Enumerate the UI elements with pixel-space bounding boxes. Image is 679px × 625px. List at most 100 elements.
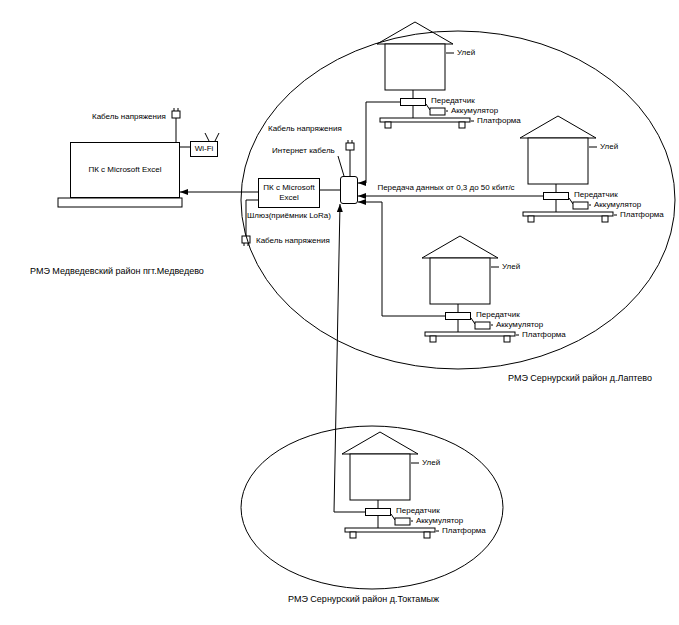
part-label: Передатчик xyxy=(574,190,618,200)
computer-box: ПК с Microsoft Excel xyxy=(70,142,180,198)
hive-post xyxy=(378,516,379,528)
callout-label: Кабель напряжения xyxy=(256,236,330,246)
region-caption: РМЭ Сернурский район д.Лаптево xyxy=(508,373,652,384)
transmitter: Передатчик xyxy=(445,312,471,320)
battery-wire xyxy=(471,318,475,324)
callout-label: Улей xyxy=(422,458,440,468)
plug-body xyxy=(172,111,180,118)
site-caption: РМЭ Медведевский район пгт.Медведево xyxy=(30,266,204,277)
hive-roof xyxy=(342,432,418,454)
callout-label: Аккумулятор xyxy=(496,320,543,330)
hive-post xyxy=(413,90,414,98)
data-link xyxy=(358,102,400,183)
leader-line xyxy=(411,521,413,522)
callout-label: Интернет кабель xyxy=(272,146,335,156)
hive-post xyxy=(556,200,557,212)
power-cable xyxy=(176,118,177,142)
platform xyxy=(380,118,470,122)
callout-label: Улей xyxy=(600,142,618,152)
platform-wheel xyxy=(350,532,356,538)
callout-label: Улей xyxy=(457,48,475,58)
callout-label: Улей xyxy=(502,262,520,272)
battery-wire xyxy=(569,198,573,204)
battery xyxy=(395,518,410,525)
leader-line xyxy=(436,531,439,532)
callout-label: Платформа xyxy=(442,526,486,536)
region-ellipse xyxy=(241,426,503,589)
plug-prong xyxy=(244,243,245,246)
transmitter: Передатчик xyxy=(543,192,569,200)
leader-line xyxy=(589,147,597,148)
wifi-antenna xyxy=(205,133,209,141)
battery xyxy=(475,322,490,329)
monitor-stand xyxy=(58,198,182,207)
part-label: Передатчик xyxy=(396,506,440,516)
part-label: Передатчик xyxy=(431,96,475,106)
leader-line xyxy=(589,205,591,206)
part-label: Передатчик xyxy=(476,310,520,320)
data-link xyxy=(358,196,543,197)
callout-label: Платформа xyxy=(620,210,664,220)
platform-wheel xyxy=(528,216,534,222)
power-cable xyxy=(350,150,351,176)
plug-prong xyxy=(352,140,353,143)
platform xyxy=(425,332,515,336)
box-text: ПК с Microsoft Excel xyxy=(261,183,317,203)
hive-post xyxy=(413,106,414,118)
part-label: Шлюз(приёмник LoRa) xyxy=(247,211,331,221)
computer-box: Wi-Fi xyxy=(190,141,218,157)
platform-wheel xyxy=(459,122,465,128)
data-link xyxy=(320,190,340,191)
transmitter: Передатчик xyxy=(400,98,426,106)
lora-gateway: Шлюз(приёмник LoRa) xyxy=(340,176,358,204)
box-text: Wi-Fi xyxy=(195,144,214,154)
transmitter: Передатчик xyxy=(365,508,391,516)
battery xyxy=(573,202,588,209)
hive-body xyxy=(430,258,490,304)
leader-line xyxy=(411,463,419,464)
callout-label: Платформа xyxy=(522,330,566,340)
hive-body xyxy=(528,138,588,184)
platform-wheel xyxy=(602,216,608,222)
data-link xyxy=(334,204,365,512)
computer-box: ПК с Microsoft Excel xyxy=(258,178,320,208)
region-ellipse xyxy=(241,31,675,369)
callout-label: Платформа xyxy=(477,116,521,126)
leader-line xyxy=(471,121,474,122)
plug-prong xyxy=(178,108,179,111)
internet-cable xyxy=(338,156,344,176)
leader-line xyxy=(446,111,448,112)
plug-prong xyxy=(348,140,349,143)
data-link xyxy=(358,202,445,316)
battery-wire xyxy=(426,104,430,110)
leader-line xyxy=(491,325,493,326)
battery-wire xyxy=(391,514,395,520)
hive-body xyxy=(385,44,445,90)
callout-label: Аккумулятор xyxy=(451,106,498,116)
box-text: ПК с Microsoft Excel xyxy=(88,165,161,175)
region-caption: РМЭ Сернурский район д.Токтамыж xyxy=(288,594,439,605)
edge-label: Передача данных от 0,3 до 50 кбит/с xyxy=(372,183,520,193)
callout-label: Аккумулятор xyxy=(416,516,463,526)
platform xyxy=(345,528,435,532)
hive-post xyxy=(458,304,459,312)
hive-post xyxy=(458,320,459,332)
plug-body xyxy=(346,143,354,150)
platform xyxy=(523,212,613,216)
hive-post xyxy=(378,500,379,508)
platform-wheel xyxy=(430,336,436,342)
platform-wheel xyxy=(385,122,391,128)
leader-line xyxy=(516,335,519,336)
callout-label: Аккумулятор xyxy=(594,200,641,210)
plug-prong xyxy=(174,108,175,111)
wifi-antenna xyxy=(215,133,219,141)
leader-line xyxy=(614,215,617,216)
hive-body xyxy=(350,454,410,500)
hive-roof xyxy=(422,236,498,258)
data-link xyxy=(180,147,190,148)
site-region: РМЭ Сернурский район д.ТоктамыжПередатчи… xyxy=(240,425,504,590)
hive-post xyxy=(556,184,557,192)
